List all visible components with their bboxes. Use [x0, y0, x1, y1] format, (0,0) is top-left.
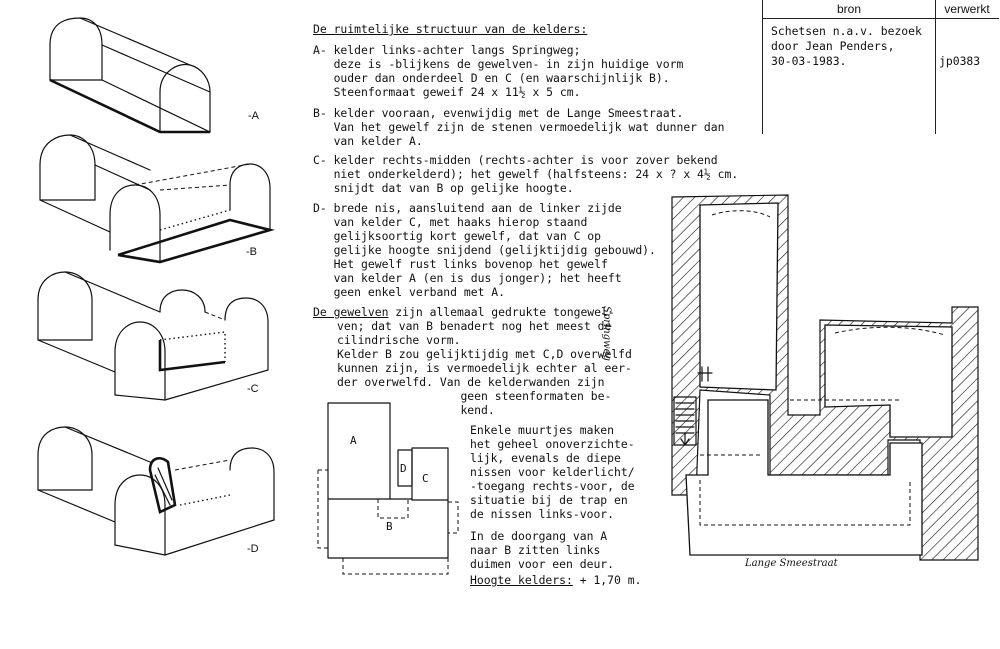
sketch-b-drawing: [39, 134, 275, 264]
text-line: C- kelder rechts-midden (rechts-achter i…: [313, 153, 718, 167]
text-line: Van het gewelf zijn de stenen vermoedeli…: [313, 120, 725, 134]
sketch-c-drawing: [37, 271, 269, 401]
isometric-sketches: [37, 17, 275, 556]
text-line: In de doorgang van A: [470, 529, 608, 543]
text-line: B- kelder vooraan, evenwijdig met de Lan…: [313, 106, 684, 120]
text-line: geen steenformaten be-: [337, 389, 612, 403]
source-line-1: Schetsen n.a.v. bezoek: [771, 24, 922, 38]
text-line: Enkele muurtjes maken: [470, 423, 615, 437]
text-line: van kelder A.: [313, 134, 423, 148]
floor-plan: [671, 194, 979, 561]
text-line: de nissen links-voor.: [470, 507, 615, 521]
sketch-label-c: -C: [247, 383, 259, 395]
text-line: kunnen zijn, is vermoedelijk echter al e…: [337, 361, 632, 375]
small-plan-label-b: B: [386, 520, 393, 533]
text-line: het geheel onoverzichte-: [470, 437, 635, 451]
gewelven-rest: zijn allemaal gedrukte tongewel-: [388, 305, 615, 319]
column-header-source: bron: [836, 2, 862, 16]
text-line: gelijke hoogte snijdend (gelijktijdig ge…: [313, 243, 656, 257]
text-line: nissen voor kelderlicht/: [470, 465, 635, 479]
small-plan-label-a: A: [350, 434, 357, 447]
sketch-label-b: -B: [246, 246, 257, 258]
text-line: -toegang rechts-voor, de: [470, 479, 635, 493]
text-line: der overwelfd. Van de kelderwanden zijn: [337, 375, 605, 389]
text-line: kend.: [337, 403, 495, 417]
text-line: Het gewelf rust links bovenop het gewelf: [313, 257, 608, 271]
gewelven-term: De gewelven: [313, 305, 389, 319]
text-line: naar B zitten links: [470, 543, 601, 557]
text-line: Kelder B zou gelijktijdig met C,D overwe…: [337, 347, 632, 361]
text-line: ouder dan onderdeel D en C (en waarschij…: [313, 71, 670, 85]
source-box: bron verwerkt Schetsen n.a.v. bezoek doo…: [762, 0, 999, 134]
text-line: A- kelder links-achter langs Springweg;: [313, 43, 581, 57]
archive-code: jp0383: [939, 54, 981, 68]
street-label-bottom: Lange Smeestraat: [745, 558, 838, 569]
text-line: geen enkel verband met A.: [313, 285, 506, 299]
text-line: ven; dat van B benadert nog het meest de: [337, 319, 612, 333]
source-line-2: door Jean Penders,: [771, 39, 895, 53]
text-line: snijdt dat van B op gelijke hoogte.: [313, 181, 574, 195]
small-plan-label-c: C: [422, 472, 429, 485]
text-line: Hoogte kelders: + 1,70 m.: [470, 573, 641, 587]
sketch-label-a: -A: [248, 110, 259, 122]
text-line: D- brede nis, aansluitend aan de linker …: [313, 201, 622, 215]
text-line: lijk, evenals de diepe: [470, 451, 621, 465]
small-plan: [317, 402, 459, 575]
sketch-label-d: -D: [247, 543, 259, 555]
text-line: deze is -blijkens de gewelven- in zijn h…: [313, 57, 684, 71]
text-line: Steenformaat geweif 24 x 11½ x 5 cm.: [313, 85, 581, 99]
heading: De ruimtelijke structuur van de kelders:: [313, 22, 588, 36]
street-label-left: Springweg: [601, 306, 612, 361]
text-line: van kelder C, met haaks hierop staand: [313, 215, 588, 229]
text-line: duimen voor een deur.: [470, 557, 615, 571]
sketch-d-drawing: [37, 426, 275, 556]
source-line-3: 30-03-1983.: [771, 54, 847, 68]
height-label: Hoogte kelders:: [470, 573, 573, 587]
small-plan-label-d: D: [400, 462, 407, 475]
text-line: niet onderkelderd); het gewelf (halfstee…: [313, 167, 739, 181]
text-line: van kelder A (en is dus jonger); het hee…: [313, 271, 622, 285]
height-value: + 1,70 m.: [572, 573, 642, 587]
text-line: De gewelven zijn allemaal gedrukte tonge…: [313, 305, 615, 319]
text-line: situatie bij de trap en: [470, 493, 628, 507]
text-line: cilindrische vorm.: [337, 333, 461, 347]
text-line: gelijksoortig kort gewelf, dat van C op: [313, 229, 602, 243]
sketch-a-drawing: [49, 17, 211, 134]
column-header-processed: verwerkt: [944, 2, 990, 16]
